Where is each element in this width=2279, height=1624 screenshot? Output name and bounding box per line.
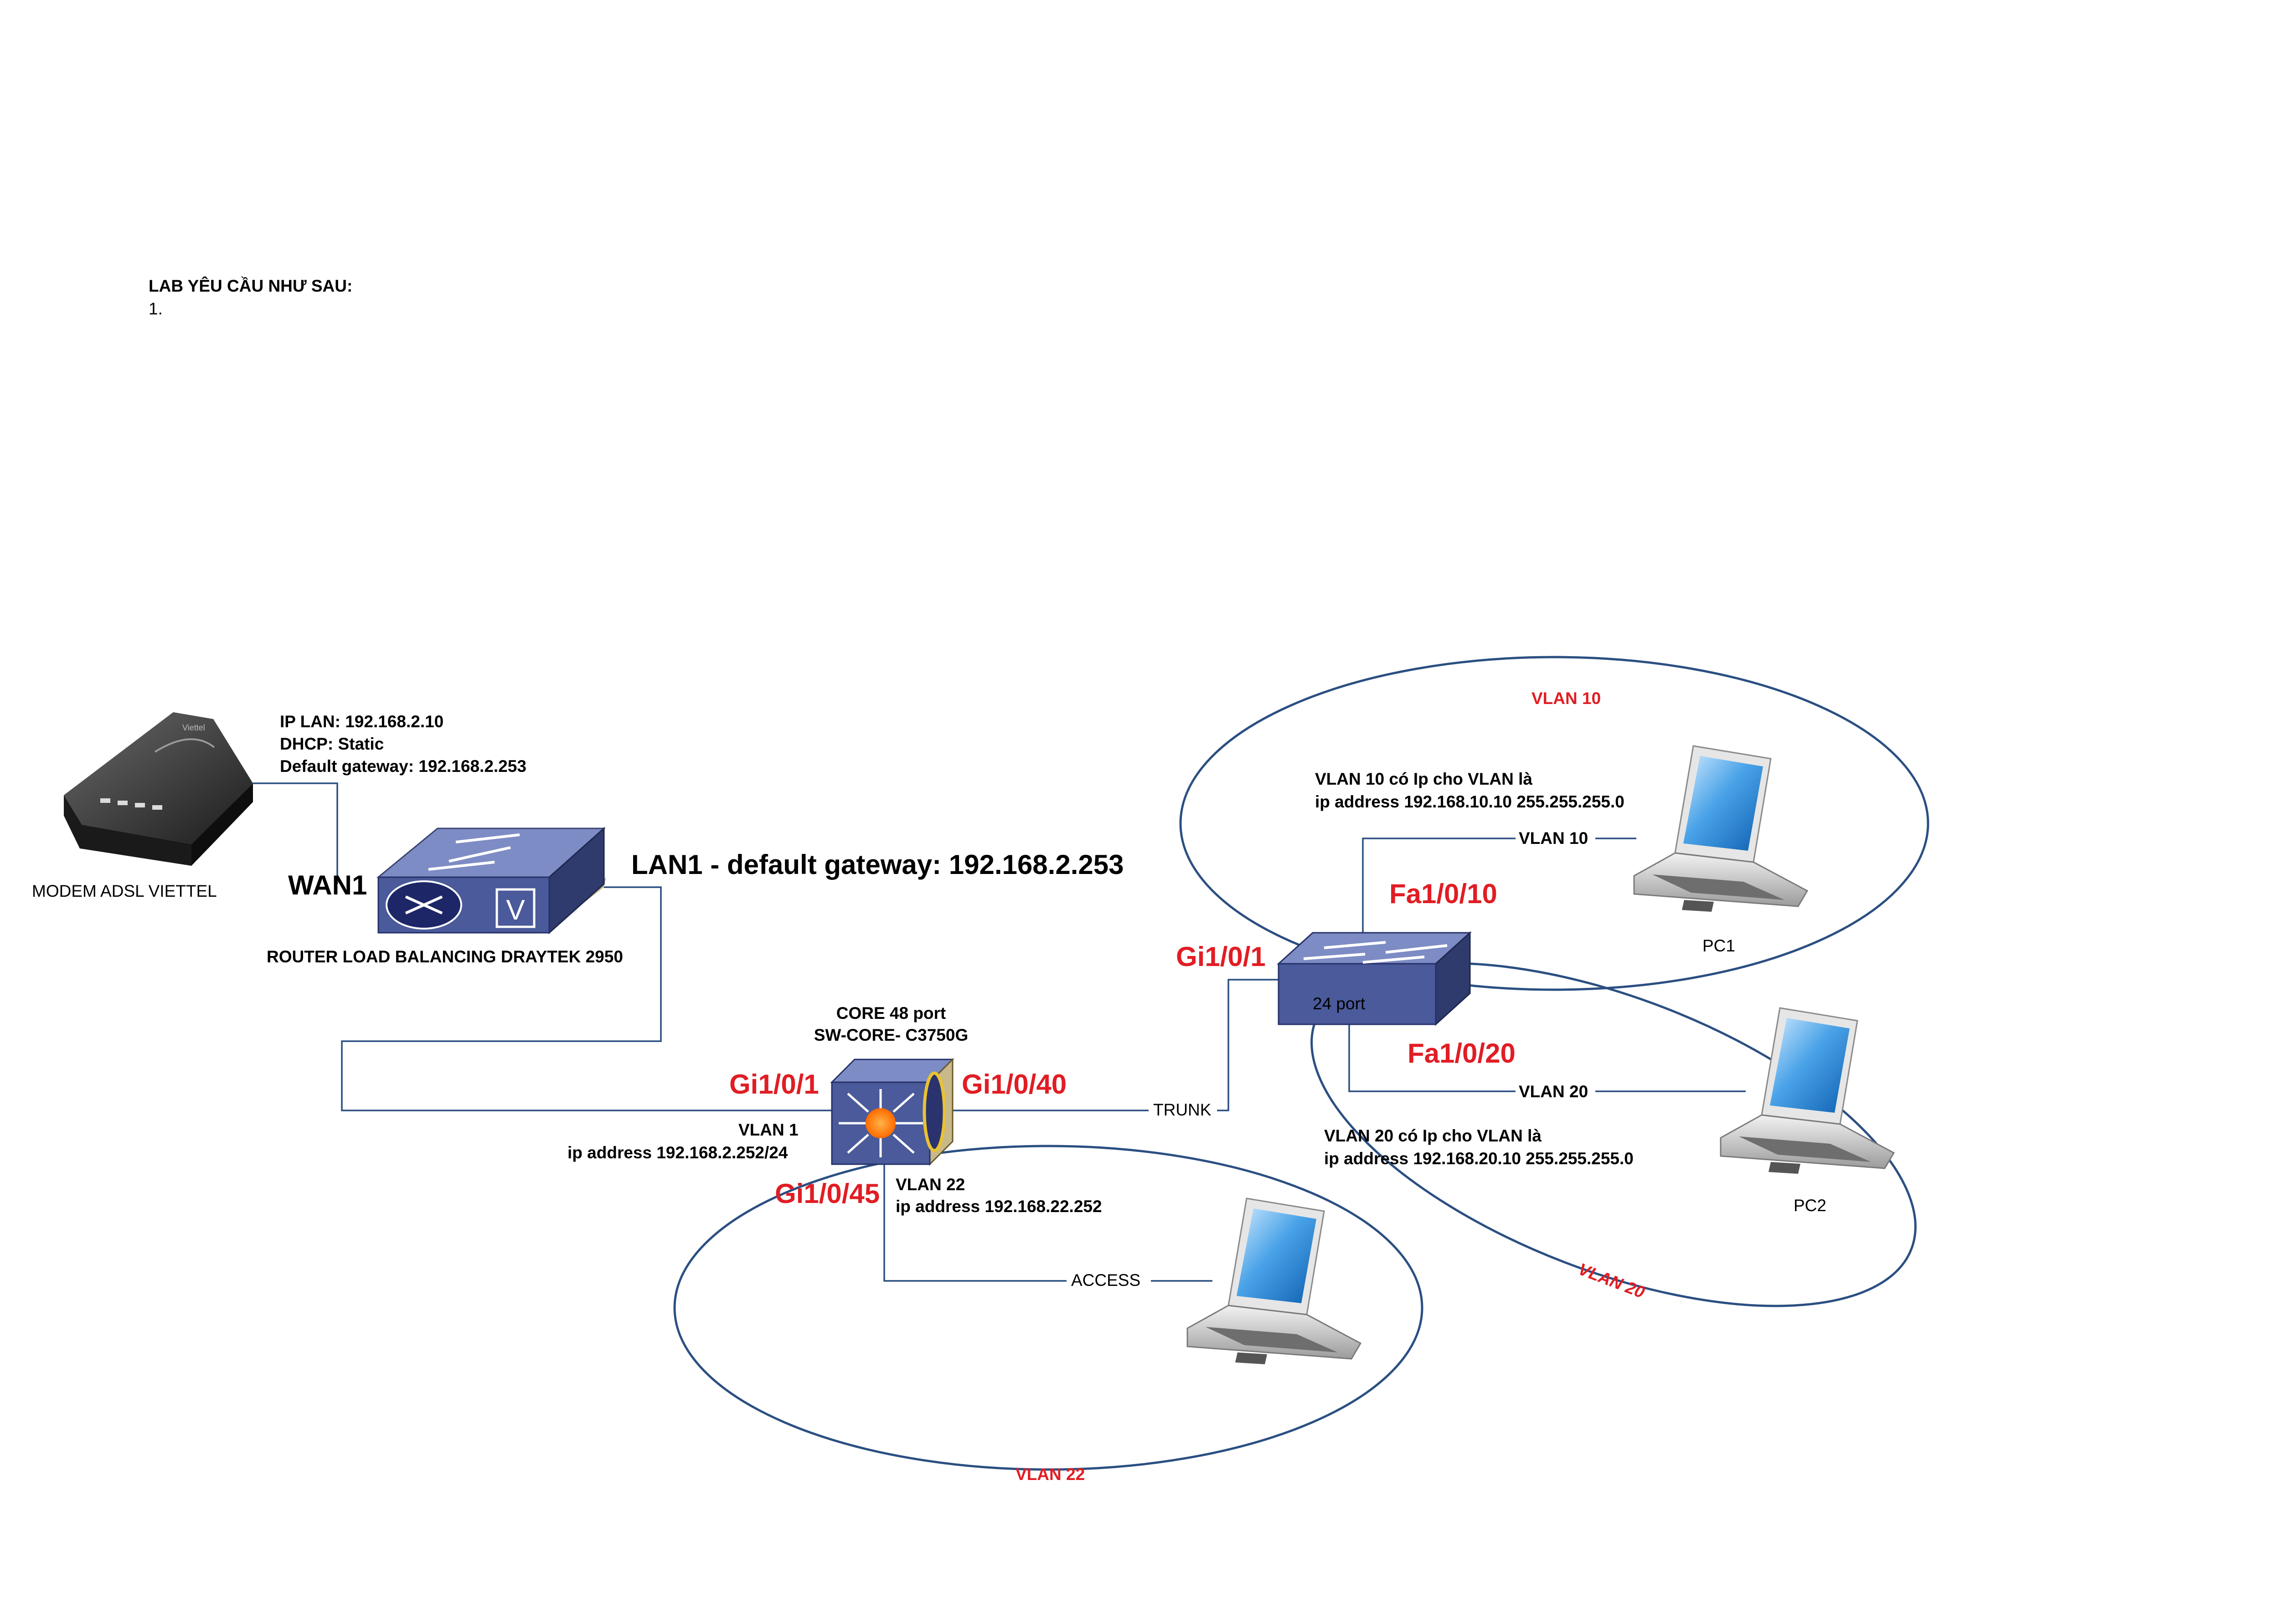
- vlan20-info-line1: VLAN 20 có Ip cho VLAN là: [1324, 1126, 1542, 1145]
- modem-ip-lan: IP LAN: 192.168.2.10: [280, 712, 443, 731]
- router-lan-port: LAN1 - default gateway: 192.168.2.253: [631, 849, 1124, 880]
- router-icon: [376, 827, 606, 935]
- vlan20-link: [1348, 1023, 1746, 1092]
- laptop-icon: [1720, 1007, 1895, 1175]
- vlan10-zone-label: VLAN 10: [1531, 689, 1601, 708]
- core-vlan1-ip: ip address 192.168.2.252/24: [567, 1143, 788, 1162]
- laptop-icon: [1633, 745, 1808, 913]
- trunk-label: TRUNK: [1153, 1100, 1212, 1119]
- pc2-label: PC2: [1794, 1196, 1826, 1215]
- core-name: SW-CORE- C3750G: [814, 1026, 969, 1044]
- switch-icon: [1277, 931, 1472, 1026]
- modem-brand: Viettel: [182, 723, 205, 732]
- modem-dhcp: DHCP: Static: [280, 735, 384, 753]
- switch-port-fa1-0-10: Fa1/0/10: [1389, 879, 1497, 909]
- vlan22-zone: [673, 1145, 1423, 1471]
- switch-port-fa1-0-20: Fa1/0/20: [1408, 1038, 1516, 1069]
- modem-label: MODEM ADSL VIETTEL: [32, 882, 217, 900]
- core-port-gi1-0-1: Gi1/0/1: [729, 1069, 819, 1100]
- modem-icon: [64, 712, 253, 866]
- vlan20-info-line2: ip address 192.168.20.10 255.255.255.0: [1324, 1149, 1634, 1168]
- switch-label: 24 port: [1313, 994, 1366, 1013]
- core-vlan22: VLAN 22: [896, 1175, 965, 1194]
- router-badge: V: [506, 894, 525, 926]
- laptop-icon: [1186, 1197, 1361, 1365]
- core-vlan22-ip: ip address 192.168.22.252: [896, 1197, 1102, 1216]
- vlan10-info-line1: VLAN 10 có Ip cho VLAN là: [1315, 770, 1532, 788]
- core-port-gi1-0-40: Gi1/0/40: [962, 1069, 1067, 1100]
- trunk-link: [939, 979, 1279, 1111]
- vlan10-zone: [1179, 656, 1929, 991]
- core-vlan1: VLAN 1: [738, 1120, 799, 1139]
- vlan22-zone-label: VLAN 22: [1016, 1465, 1085, 1484]
- core-title: CORE 48 port: [836, 1004, 946, 1023]
- pc1-label: PC1: [1702, 936, 1735, 955]
- lab-item-1: 1.: [149, 299, 163, 318]
- switch-port-gi1-0-1: Gi1/0/1: [1176, 941, 1266, 972]
- vlan10-info-line2: ip address 192.168.10.10 255.255.255.0: [1315, 792, 1624, 811]
- lab-title: LAB YÊU CẦU NHƯ SAU:: [149, 276, 352, 295]
- router-core-link: [341, 886, 832, 1111]
- router-label: ROUTER LOAD BALANCING DRAYTEK 2950: [267, 947, 623, 966]
- core-port-gi1-0-45: Gi1/0/45: [775, 1178, 880, 1209]
- modem-gateway: Default gateway: 192.168.2.253: [280, 757, 526, 776]
- access-label: ACCESS: [1071, 1271, 1140, 1290]
- router-wan-port: WAN1: [288, 870, 367, 900]
- vlan20-zone-label: VLAN 20: [1576, 1259, 1647, 1302]
- vlan20-link-label: VLAN 20: [1519, 1082, 1588, 1101]
- vlan10-link-label: VLAN 10: [1519, 829, 1588, 848]
- layer3-switch-icon: [830, 1058, 954, 1166]
- modem-router-link: [253, 782, 338, 884]
